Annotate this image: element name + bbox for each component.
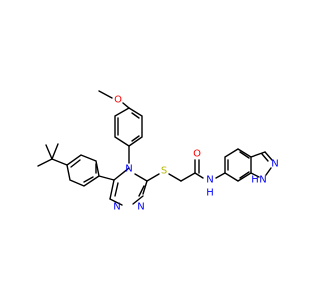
nitrogen-atom-triazole-2: N bbox=[113, 202, 120, 213]
bond bbox=[215, 172, 226, 179]
bond bbox=[109, 198, 123, 206]
structure-diagram: O N N N S O N H N N H bbox=[0, 0, 300, 300]
bond bbox=[239, 151, 250, 159]
bond bbox=[51, 158, 68, 166]
hydrogen-atom-indazole: H bbox=[251, 175, 259, 186]
bond bbox=[146, 173, 160, 182]
nitrogen-atom-triazole-4: N bbox=[125, 164, 132, 175]
bond bbox=[113, 167, 130, 181]
bond bbox=[264, 151, 273, 161]
sulfur-atom: S bbox=[161, 166, 167, 177]
nitrogen-atom-indazole-1: N bbox=[259, 175, 266, 186]
bond bbox=[265, 167, 272, 176]
bond bbox=[132, 195, 144, 205]
bond bbox=[51, 143, 59, 160]
bond bbox=[70, 159, 81, 168]
background bbox=[0, 0, 300, 300]
bond bbox=[142, 180, 148, 195]
bond bbox=[168, 173, 182, 182]
bond bbox=[194, 172, 204, 179]
bond bbox=[131, 112, 140, 119]
bond bbox=[83, 176, 94, 183]
nitrogen-atom-indazole-2: N bbox=[271, 159, 278, 170]
bond bbox=[131, 135, 140, 142]
nitrogen-atom-triazole-1: N bbox=[137, 202, 144, 213]
nitrogen-atom-amide: N bbox=[206, 175, 213, 186]
bond bbox=[261, 153, 269, 162]
bond bbox=[45, 144, 53, 160]
bond bbox=[98, 175, 115, 181]
bond bbox=[134, 173, 148, 182]
molecule-canvas: O N N N S O N H N N H bbox=[0, 0, 300, 300]
bond bbox=[138, 185, 145, 197]
bond bbox=[250, 172, 260, 178]
bond bbox=[250, 151, 266, 158]
bond bbox=[37, 158, 53, 167]
oxygen-atom-carbonyl: O bbox=[193, 149, 201, 160]
bond bbox=[109, 179, 115, 200]
bond bbox=[98, 90, 113, 99]
oxygen-atom-methoxy: O bbox=[114, 95, 122, 106]
bond bbox=[180, 172, 196, 182]
hydrogen-atom-amide: H bbox=[206, 188, 214, 199]
bond bbox=[122, 102, 130, 109]
bond bbox=[239, 171, 250, 179]
bond bbox=[114, 182, 119, 197]
